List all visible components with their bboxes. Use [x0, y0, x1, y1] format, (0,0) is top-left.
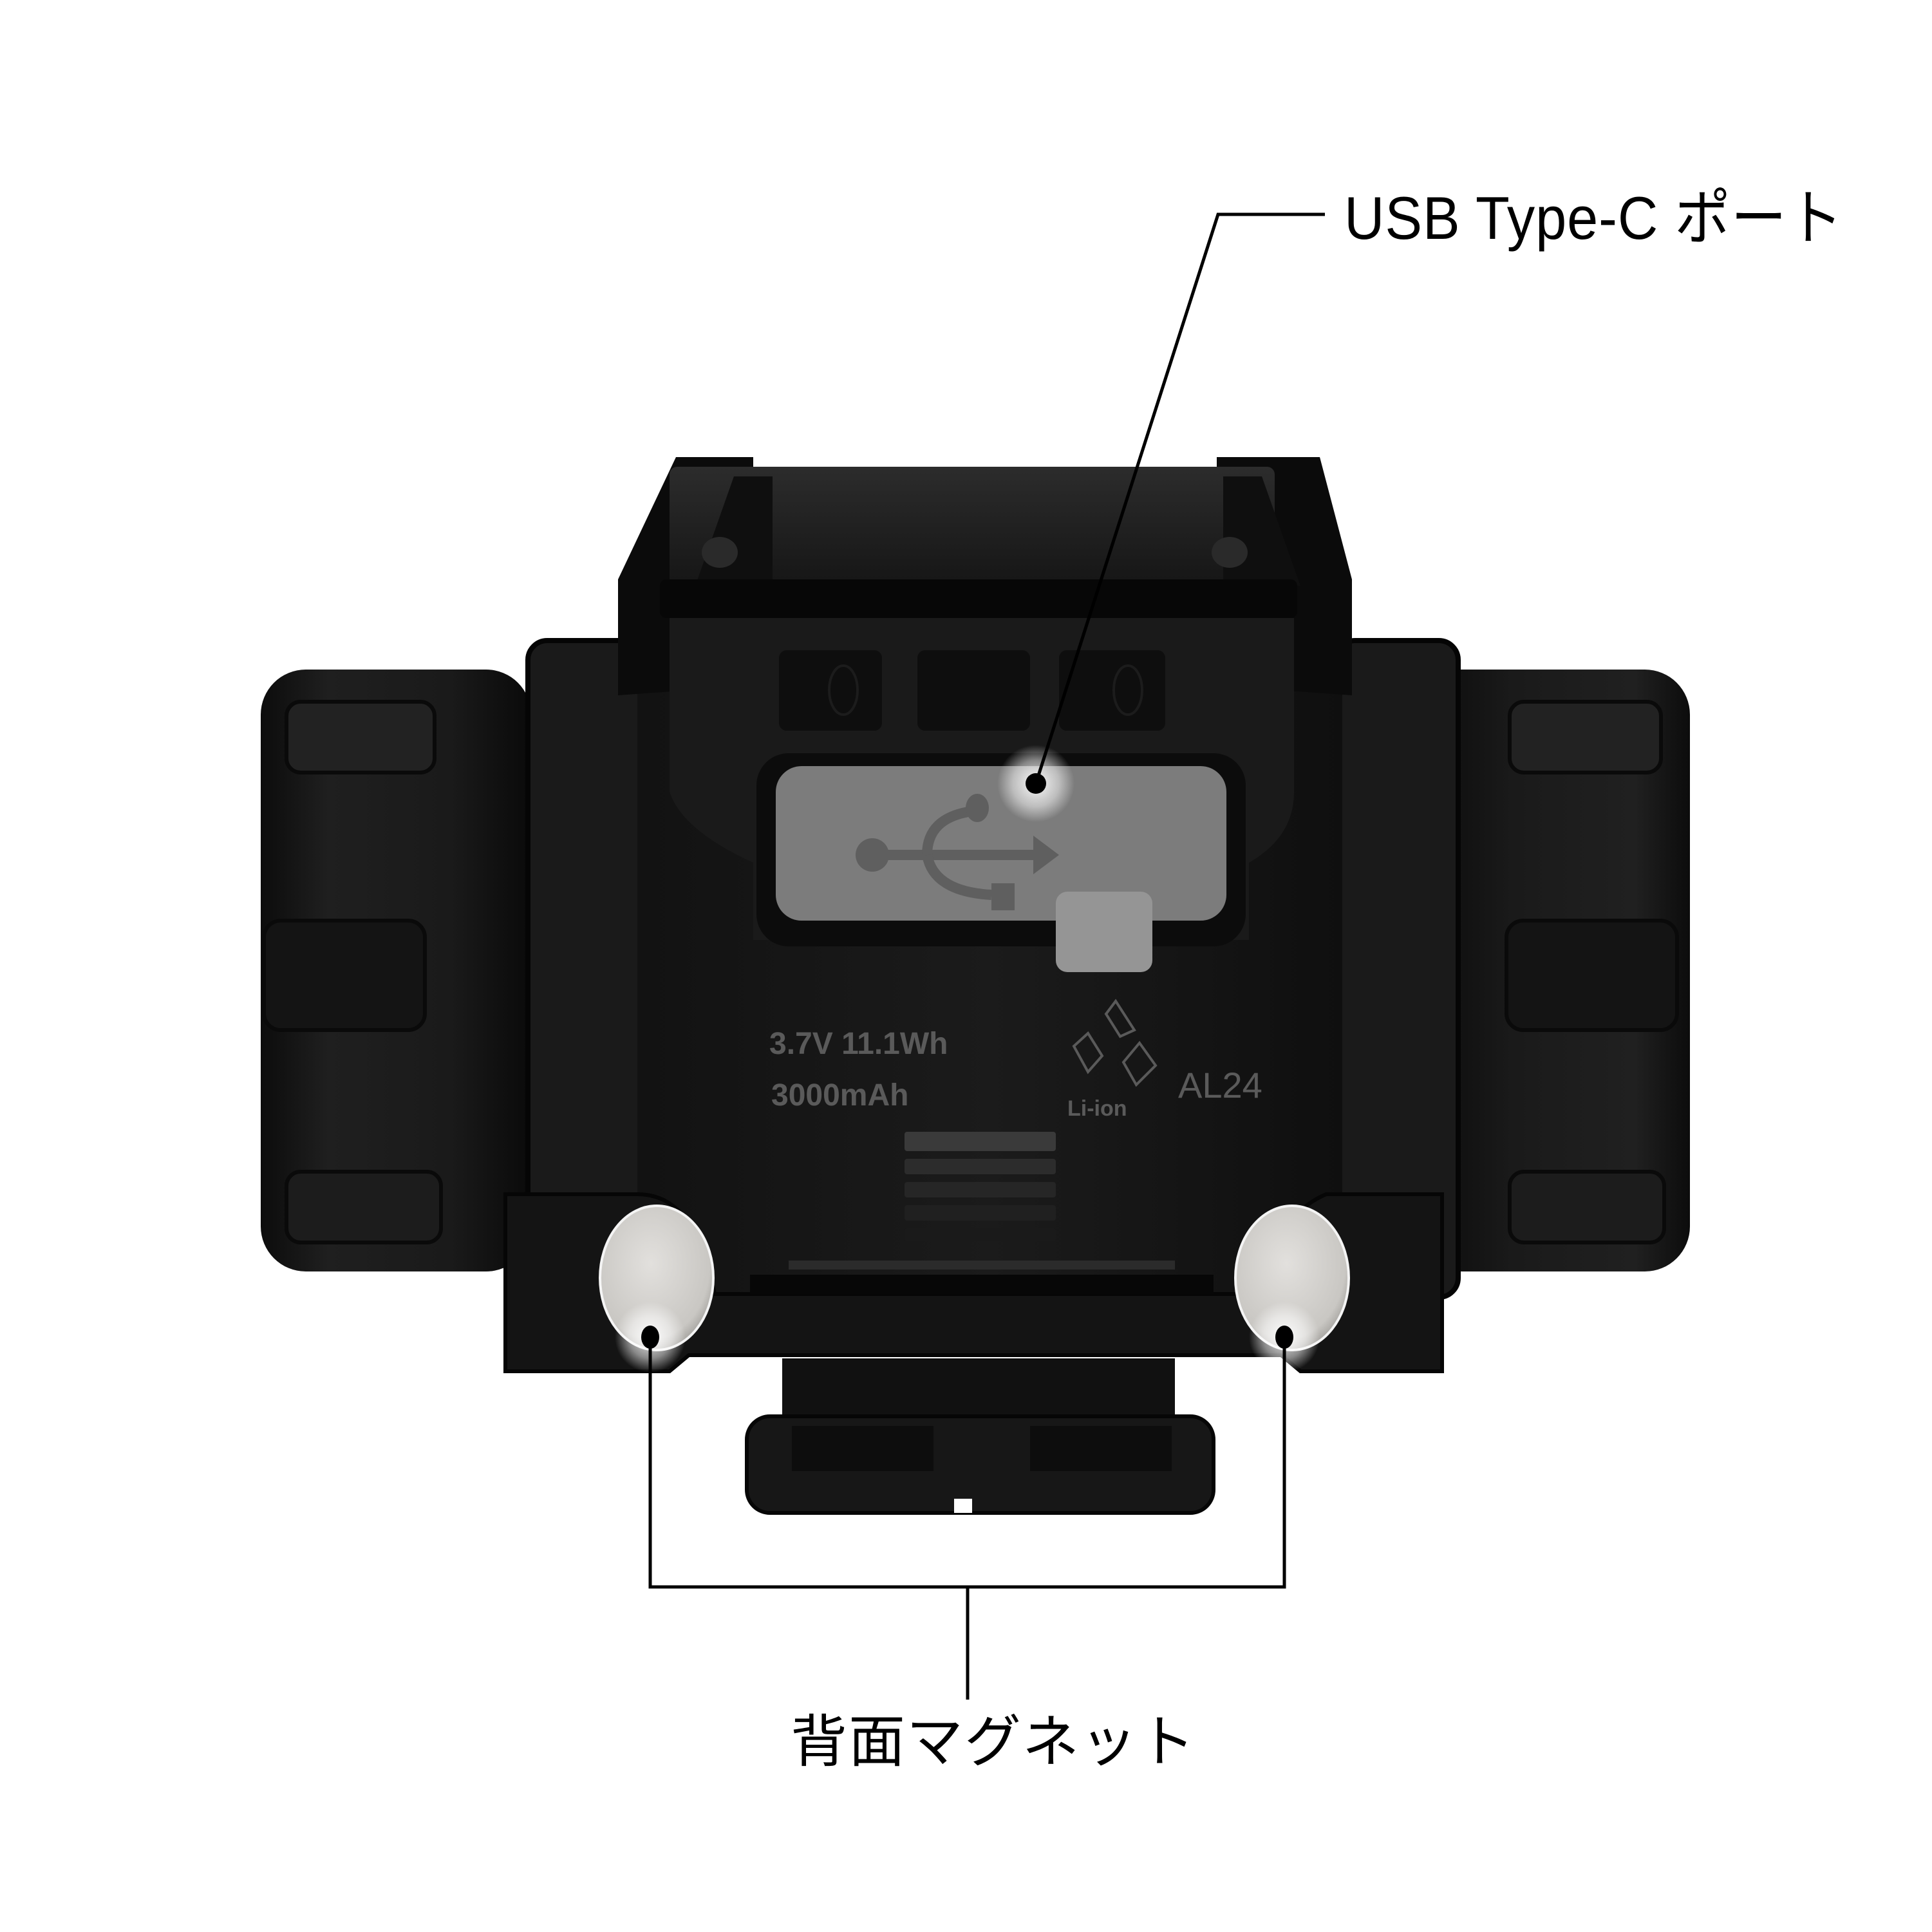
engraving-voltage-capacity: 3.7V 11.1Wh: [769, 1027, 948, 1061]
rear-magnet-label: 背面マグネット: [791, 1710, 1197, 1774]
usb-callout-leader: [1034, 212, 1325, 784]
right-dial: [1416, 670, 1690, 1271]
bottom-clip: [745, 1358, 1215, 1515]
engraving-chemistry: Li-ion: [1067, 1096, 1127, 1121]
usb-port-cover[interactable]: [776, 766, 1226, 921]
magnet-left-dot: [641, 1326, 659, 1349]
vent-row: [779, 650, 1165, 731]
engraving-mah: 3000mAh: [771, 1078, 909, 1112]
usb-port-label: USB Type-C ポート: [1344, 184, 1844, 252]
usb-cover-tab[interactable]: [1056, 892, 1152, 972]
usb-icon: [856, 794, 1059, 910]
left-dial: [261, 670, 531, 1271]
top-clip: [618, 457, 1352, 695]
magnet-callout-leader: [648, 1337, 1286, 1700]
magnet-right-dot: [1275, 1326, 1293, 1349]
usb-callout-dot: [1026, 773, 1046, 794]
slider-switch[interactable]: [905, 1132, 1056, 1241]
recycle-icon: [1072, 999, 1158, 1087]
engraving-model: AL24: [1178, 1065, 1262, 1105]
